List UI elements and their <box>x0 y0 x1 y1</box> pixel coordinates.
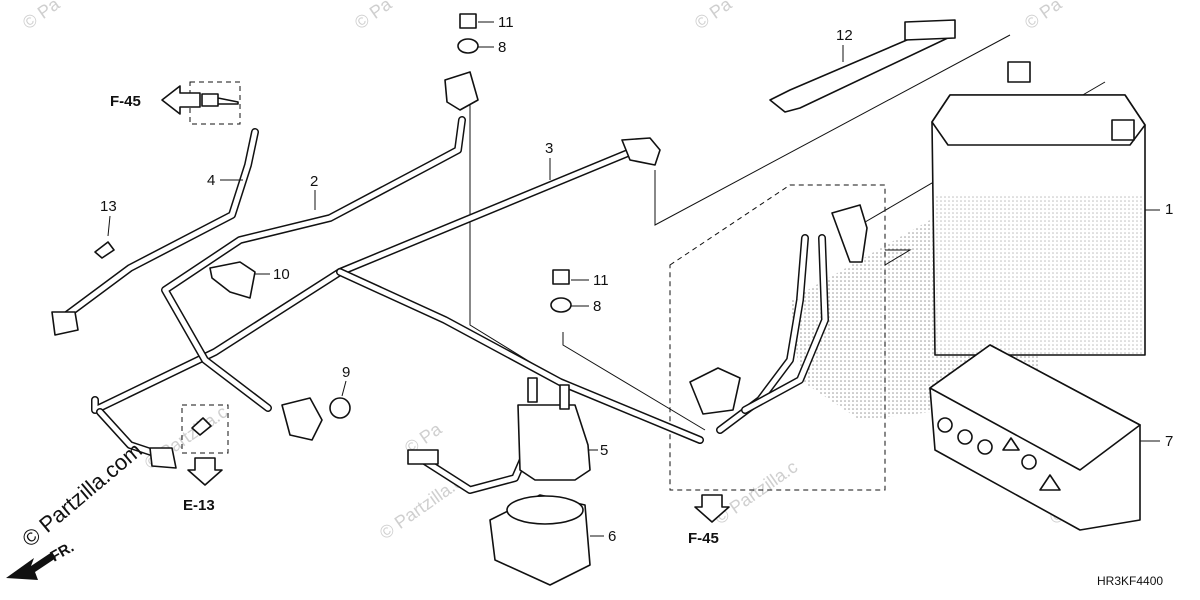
leader-line <box>884 249 912 266</box>
watermark-text: © Pa <box>691 0 736 33</box>
callout-8: 8 <box>498 39 506 56</box>
relay-cover <box>489 494 591 586</box>
callout-5: 5 <box>600 442 608 459</box>
callout-13: 13 <box>100 198 117 215</box>
watermark-text: © Pa <box>351 0 396 33</box>
leader-line <box>469 92 536 366</box>
callout-11: 11 <box>593 272 609 289</box>
bolt-group-box <box>181 404 229 454</box>
bracket <box>51 311 79 336</box>
grommet <box>329 397 351 419</box>
watermark-text: © Pa <box>19 0 64 33</box>
callout-7: 7 <box>1165 433 1173 450</box>
callout-12: 12 <box>836 27 853 44</box>
bolt <box>191 417 212 436</box>
watermark-text: © Partzilla.c <box>711 457 801 529</box>
terminal-cover <box>831 204 868 263</box>
bolt <box>201 93 239 107</box>
nut <box>552 269 570 285</box>
connector <box>281 397 323 441</box>
bracket <box>149 447 177 469</box>
starter-relay <box>407 377 591 481</box>
callout-6: 6 <box>608 528 616 545</box>
callout-1: 1 <box>1165 201 1173 218</box>
diagram-code: HR3KF4400 <box>1097 574 1163 588</box>
ref-label-f45-bottom: F-45 <box>688 530 719 547</box>
ref-arrow-f45-top <box>161 85 201 115</box>
callout-4: 4 <box>207 172 215 189</box>
washer <box>457 38 479 54</box>
wire-harness <box>56 116 829 494</box>
ref-arrow-f45-bottom <box>694 494 730 523</box>
ref-label-f45-top: F-45 <box>110 93 141 110</box>
callout-10: 10 <box>273 266 290 283</box>
front-direction-arrow <box>6 552 56 580</box>
terminal-group-box <box>669 184 886 491</box>
callout-9: 9 <box>342 364 350 381</box>
battery <box>931 61 1146 356</box>
callout-8: 8 <box>593 298 601 315</box>
battery-strap <box>769 19 956 113</box>
partzilla-watermark: © Partzilla.com <box>17 437 147 551</box>
band <box>209 261 256 299</box>
leader-line <box>562 332 706 431</box>
bracket <box>621 137 661 166</box>
leader-line <box>107 215 111 237</box>
bolt <box>94 241 115 259</box>
watermark-text: © Pa <box>1021 0 1066 33</box>
front-direction-label: FR. <box>48 539 77 566</box>
leader-line <box>654 34 1011 226</box>
callout-2: 2 <box>310 173 318 190</box>
leader-line <box>341 380 347 397</box>
callout-11: 11 <box>498 14 514 31</box>
nut <box>459 13 477 29</box>
ref-arrow-e13 <box>187 457 223 486</box>
battery-box <box>929 344 1141 531</box>
terminal-cover <box>689 367 741 415</box>
terminal-cover <box>444 71 479 111</box>
washer <box>550 297 572 313</box>
ref-label-e13: E-13 <box>183 497 215 514</box>
callout-3: 3 <box>545 140 553 157</box>
